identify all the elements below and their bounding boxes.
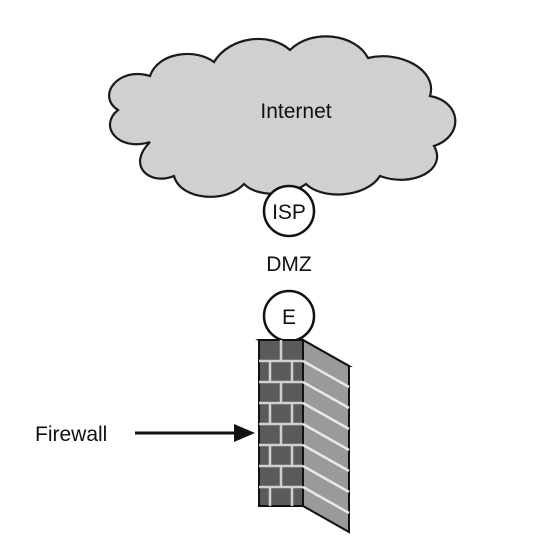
isp-circle	[262, 184, 316, 238]
side-mortar-lines	[302, 359, 350, 515]
dmz-label: DMZ	[266, 253, 312, 276]
arrow-right-icon	[135, 424, 255, 442]
internet-cloud: Internet	[108, 35, 457, 198]
brick-wall-icon	[255, 338, 353, 534]
isp-node: ISP	[262, 184, 316, 238]
isp-label: ISP	[272, 201, 306, 224]
firewall-wall	[255, 338, 353, 534]
e-label: E	[282, 306, 296, 329]
internet-label: Internet	[260, 100, 331, 123]
cloud-icon	[108, 35, 457, 198]
firewall-label: Firewall	[35, 423, 107, 446]
e-node: E	[262, 289, 316, 343]
front-mortar-lines	[259, 340, 303, 506]
